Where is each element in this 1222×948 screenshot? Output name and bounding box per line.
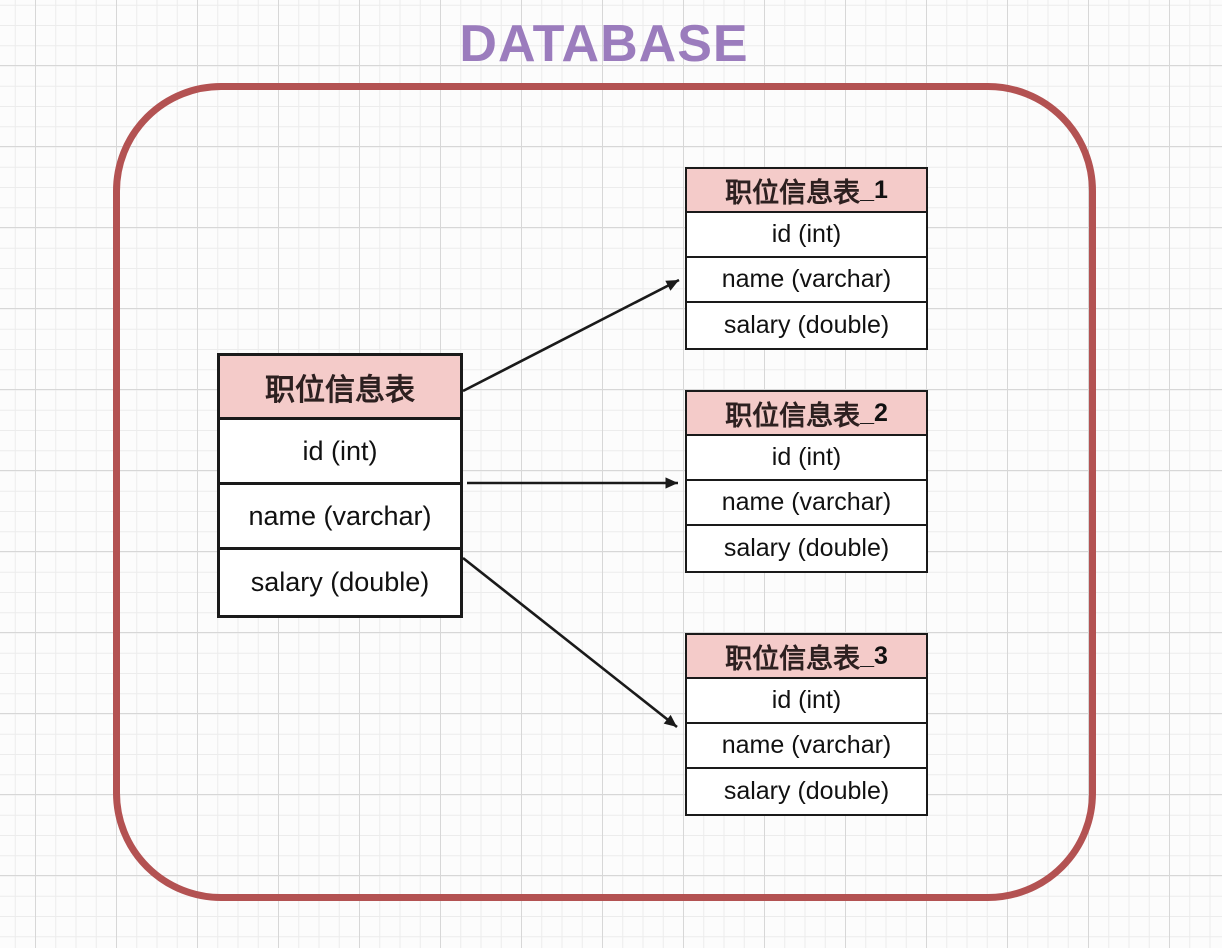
table-row: salary (double): [723, 534, 890, 562]
source-table: 职位信息表 id (int) name (varchar) salary (do…: [217, 353, 463, 618]
table-header-label: 职位信息表: [725, 177, 861, 208]
table-header-label: 职位信息表: [265, 373, 415, 407]
table-header: 职位信息表_1: [687, 169, 926, 213]
table-header-suffix: _3: [860, 641, 888, 670]
table-row: name (varchar): [220, 485, 460, 550]
shard-table-1: 职位信息表_1 id (int) name (varchar) salary (…: [685, 167, 928, 350]
shard-table-2: 职位信息表_2 id (int) name (varchar) salary (…: [685, 390, 928, 573]
table-header-suffix: _1: [860, 175, 888, 204]
table-row: id (int): [687, 679, 926, 724]
database-boundary-outline: [113, 83, 1096, 901]
table-row: name (varchar): [687, 481, 926, 526]
table-row: id (int): [687, 213, 926, 258]
table-header: 职位信息表_3: [687, 635, 926, 679]
table-header-label: 职位信息表: [725, 643, 861, 674]
table-row: salary (double): [250, 567, 430, 597]
table-header: 职位信息表: [220, 356, 460, 420]
table-header-label: 职位信息表: [725, 400, 861, 431]
table-row: name (varchar): [687, 724, 926, 769]
table-header: 职位信息表_2: [687, 392, 926, 436]
table-row: id (int): [220, 420, 460, 485]
table-row: id (int): [687, 436, 926, 481]
table-row: name (varchar): [687, 258, 926, 303]
diagram-title: DATABASE: [459, 15, 749, 73]
table-row: salary (double): [723, 311, 890, 339]
shard-table-3: 职位信息表_3 id (int) name (varchar) salary (…: [685, 633, 928, 816]
table-row: salary (double): [723, 777, 890, 805]
table-header-suffix: _2: [860, 398, 888, 427]
